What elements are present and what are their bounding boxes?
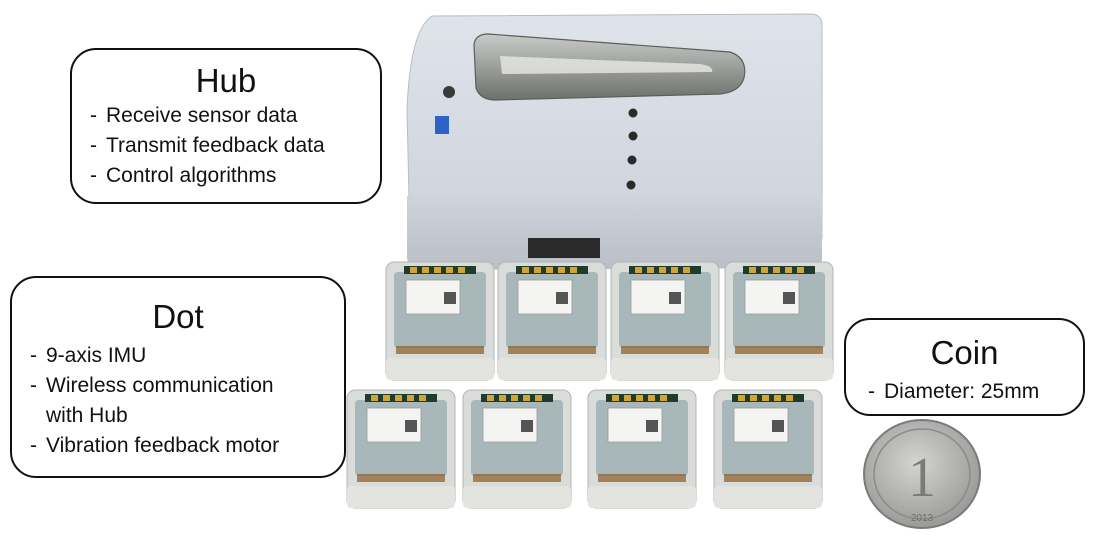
dot-module [587,389,697,509]
coin: 1 2013 [863,419,981,529]
dot-module [346,389,456,509]
led-hole [626,180,636,190]
coin-callout-title: Coin [930,334,999,371]
hub-callout-list: -Receive sensor data -Transmit feedback … [90,104,325,187]
coin-callout-list: -Diameter: 25mm [868,380,1040,403]
dot-item: Wireless communication [46,374,274,397]
dot-module [462,389,572,509]
coin-face-value: 1 [908,447,936,509]
dot-item: 9-axis IMU [46,344,147,367]
dot-module [724,261,834,381]
hub-device [406,13,823,270]
hub-item: Control algorithms [106,164,277,187]
dot-module [610,261,720,381]
led-hole [628,108,638,118]
led-hole [628,131,638,141]
dot-item: with Hub [46,404,128,427]
dot-item: Vibration feedback motor [46,434,280,457]
hub-item: Transmit feedback data [106,134,325,157]
coin-item: Diameter: 25mm [884,380,1040,403]
hub-switch [435,116,449,134]
hub-callout-title: Hub [195,62,257,99]
dot-module [385,261,495,381]
hub-button [443,86,455,98]
hub-callout: Hub -Receive sensor data -Transmit feedb… [70,48,382,204]
dot-module [497,261,607,381]
coin-year: 2013 [911,513,934,524]
dot-module [713,389,823,509]
led-hole [627,155,637,165]
hub-item: Receive sensor data [106,104,298,127]
dot-modules [346,261,834,509]
dot-callout-title: Dot [152,298,204,335]
dot-callout-list: -9-axis IMU -Wireless communication with… [30,344,280,457]
coin-callout: Coin -Diameter: 25mm [844,318,1085,416]
dot-callout: Dot -9-axis IMU -Wireless communication … [10,276,346,478]
